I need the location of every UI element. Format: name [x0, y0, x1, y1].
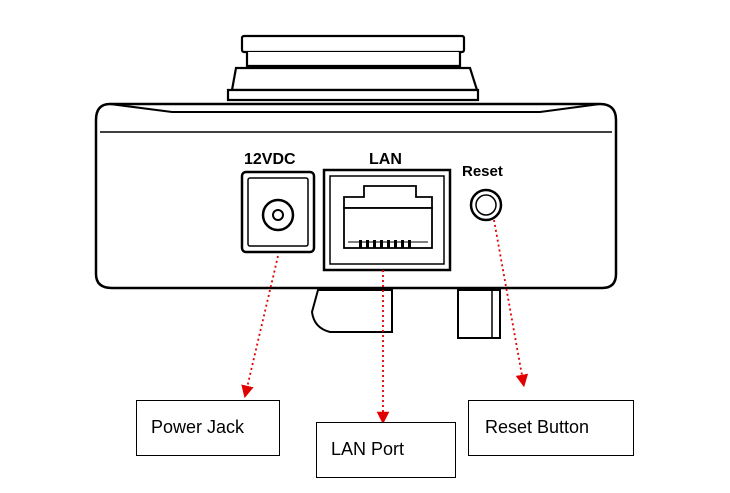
power-jack-pointer [241, 255, 279, 399]
lens-housing [226, 34, 480, 102]
lan-port-callout: LAN Port [316, 422, 456, 478]
reset-button-callout: Reset Button [468, 400, 634, 456]
lan-port-callout-text: LAN Port [331, 439, 405, 459]
reset-port-label: Reset [462, 163, 503, 180]
reset-button-callout-text: Reset Button [485, 417, 590, 437]
power-jack-callout: Power Jack [136, 400, 280, 456]
lan-port-pins [359, 240, 411, 248]
reset-button-hole [469, 188, 503, 222]
reset-button-pointer [493, 219, 529, 388]
power-port-label: 12VDC [244, 151, 296, 168]
power-jack-callout-text: Power Jack [151, 417, 245, 437]
stand-feet [310, 289, 501, 339]
lan-port [322, 168, 452, 272]
lan-port-label: LAN [369, 151, 402, 168]
power-jack [240, 170, 316, 254]
